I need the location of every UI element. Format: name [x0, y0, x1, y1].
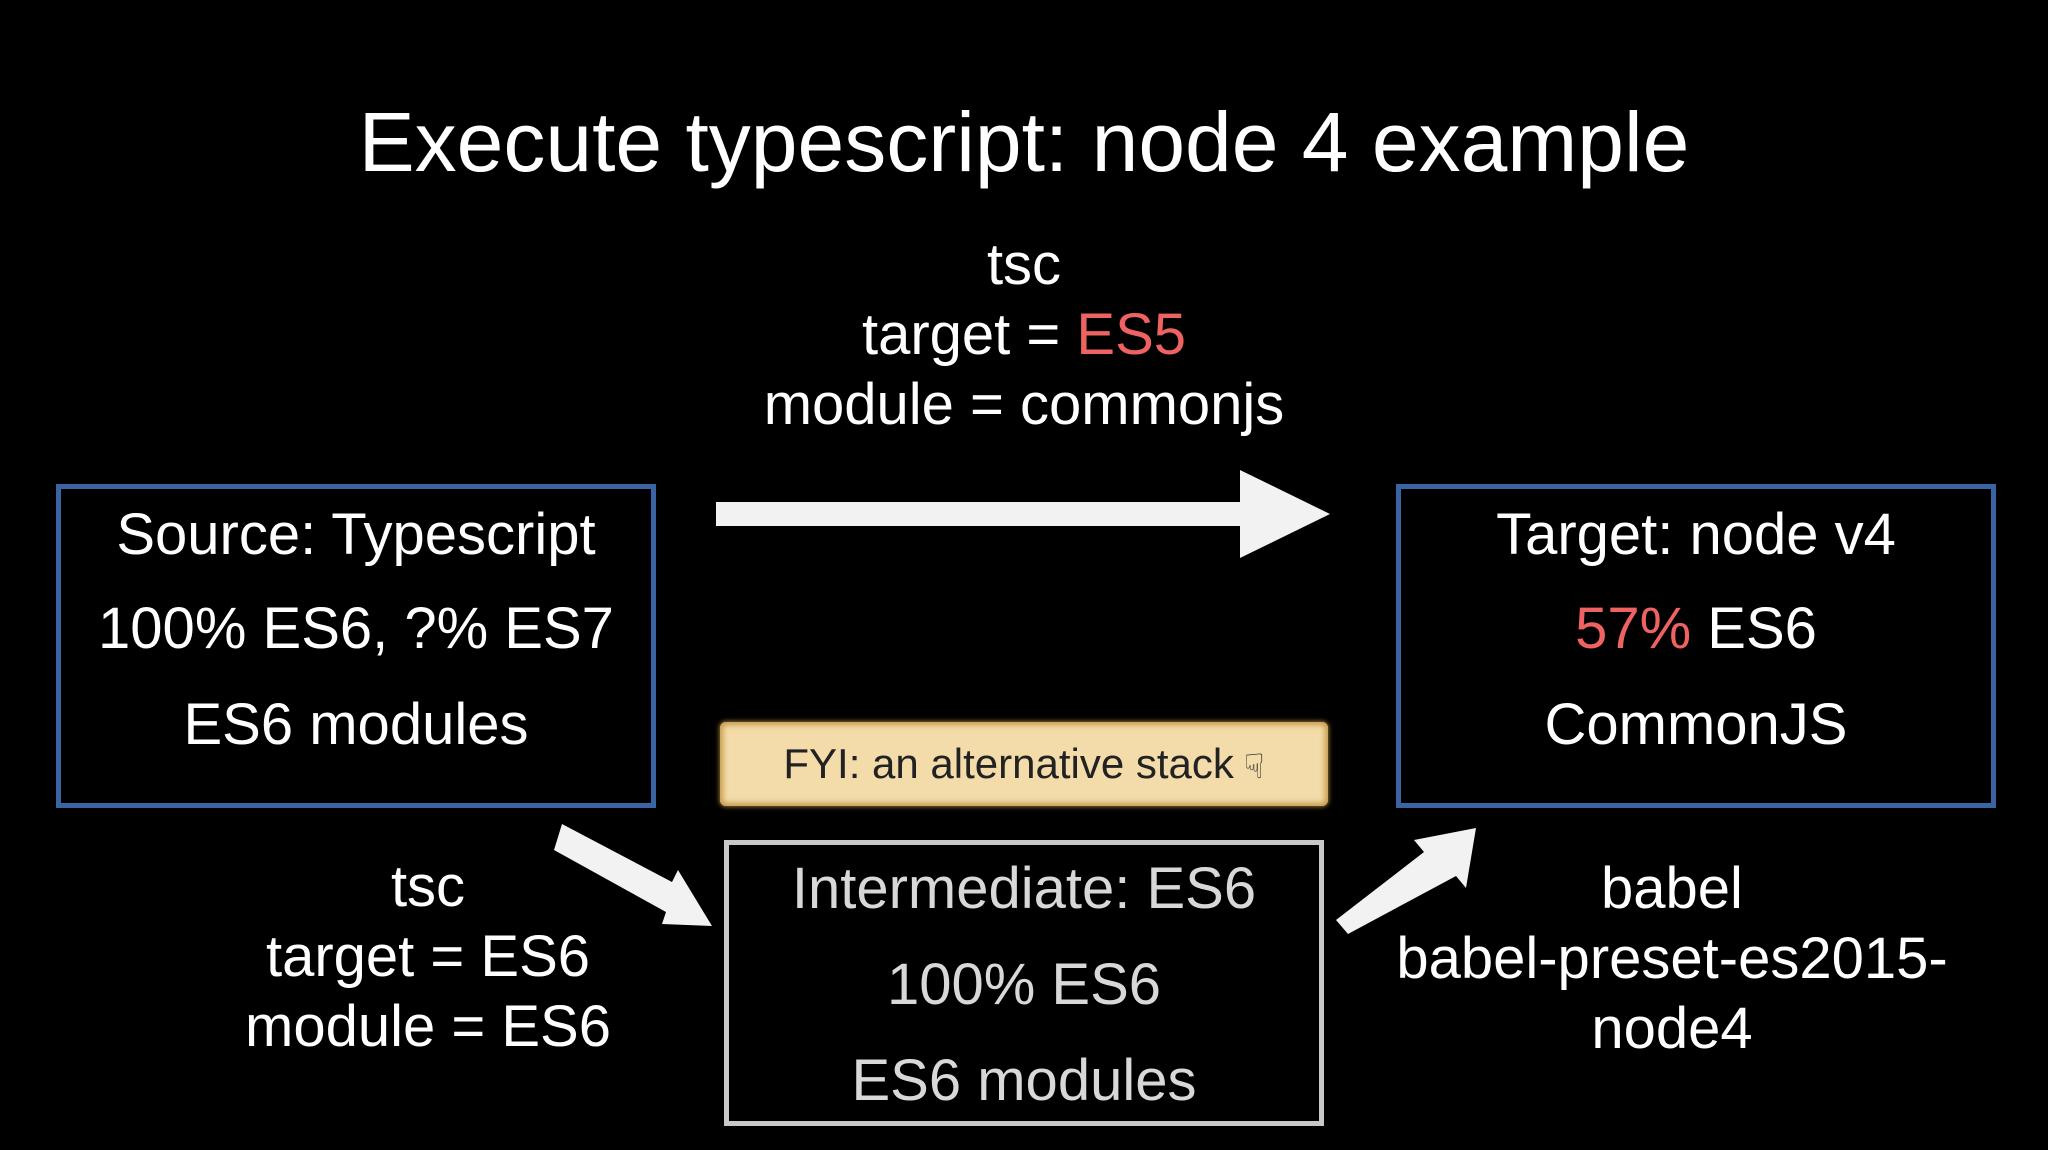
target-box-support: 57% ES6: [1401, 589, 1991, 669]
bottom-right-step-preset-line1: babel-preset-es2015-: [1396, 926, 1948, 991]
top-step-target-prefix: target =: [861, 302, 1077, 367]
bottom-left-step-tool: tsc: [390, 854, 466, 919]
top-step-label: tsc target = ES5 module = commonjs: [724, 230, 1324, 440]
bottom-right-step-tool: babel: [1601, 856, 1743, 921]
target-box-title: Target: node v4: [1496, 502, 1896, 567]
source-box: Source: Typescript 100% ES6, ?% ES7 ES6 …: [56, 484, 656, 808]
bottom-left-step-target: target = ES6: [265, 924, 591, 989]
bottom-left-step-label: tsc target = ES6 module = ES6: [178, 852, 678, 1062]
top-step-target-value: ES5: [1076, 302, 1187, 367]
slide-title: Execute typescript: node 4 example: [358, 95, 1690, 189]
target-box-support-suffix: ES6: [1691, 596, 1817, 661]
intermediate-box-modules: ES6 modules: [851, 1048, 1197, 1113]
top-arrow: [716, 470, 1330, 558]
bottom-right-step-preset-line2: node4: [1591, 996, 1753, 1061]
source-box-title: Source: Typescript: [116, 502, 596, 567]
source-box-support: 100% ES6, ?% ES7: [98, 596, 614, 661]
pointing-hand-icon: ☟: [1243, 747, 1265, 787]
top-step-tool: tsc: [986, 232, 1062, 297]
top-step-target: target = ES5: [724, 300, 1324, 370]
bottom-left-step-module: module = ES6: [245, 994, 611, 1059]
fyi-note: FYI: an alternative stack☟: [720, 722, 1328, 806]
source-box-modules: ES6 modules: [183, 692, 529, 757]
intermediate-box: Intermediate: ES6 100% ES6 ES6 modules: [724, 840, 1324, 1126]
fyi-note-text: FYI: an alternative stack: [783, 740, 1234, 787]
target-box: Target: node v4 57% ES6 CommonJS: [1396, 484, 1996, 808]
top-step-module: module = commonjs: [763, 372, 1285, 437]
intermediate-box-title: Intermediate: ES6: [791, 856, 1257, 921]
target-box-support-value: 57%: [1575, 596, 1692, 661]
intermediate-box-support: 100% ES6: [886, 952, 1162, 1017]
target-box-modules: CommonJS: [1544, 692, 1848, 757]
bottom-right-step-label: babel babel-preset-es2015- node4: [1362, 854, 1982, 1064]
